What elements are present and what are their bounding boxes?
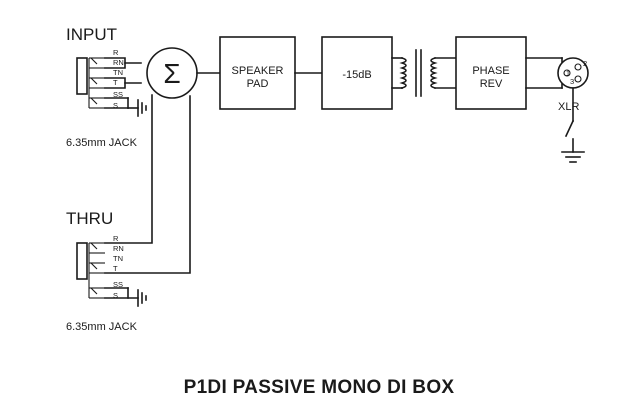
- phase-rev-line2: REV: [480, 78, 503, 90]
- thru-pin-tn: TN: [113, 254, 123, 263]
- ground-lift-switch-icon: [564, 119, 575, 138]
- input-jack-body: [76, 57, 88, 95]
- xlr-pin-3: 3: [570, 77, 574, 86]
- speaker-pad-block: SPEAKER PAD: [219, 36, 323, 110]
- input-ground-icon: [137, 99, 147, 117]
- input-pin-rn: RN: [113, 58, 124, 67]
- xlr-pin-2: 2: [583, 59, 587, 68]
- input-jack-label: 6.35mm JACK: [66, 137, 138, 149]
- input-pin-tn: TN: [113, 68, 123, 77]
- attenuator-label: -15dB: [342, 69, 371, 81]
- phase-rev-line1: PHASE: [472, 65, 509, 77]
- thru-pin-r: R: [113, 234, 119, 243]
- attenuator-block: -15dB: [321, 36, 403, 110]
- thru-pin-ss: SS: [113, 280, 123, 289]
- phase-rev-block: PHASE REV: [455, 36, 563, 110]
- thru-pin-rn: RN: [113, 244, 124, 253]
- input-pin-t: T: [113, 78, 118, 87]
- speaker-pad-line1: SPEAKER: [232, 65, 284, 77]
- xlr-ground-icon: [561, 151, 585, 163]
- thru-jack: THRU R RN TN T SS S 6.35mm JACK: [66, 94, 191, 333]
- thru-pin-s: S: [113, 291, 118, 300]
- input-pin-s: S: [113, 101, 118, 110]
- input-heading: INPUT: [66, 25, 117, 44]
- thru-jack-body: [76, 242, 88, 280]
- xlr-label: XLR: [558, 101, 579, 113]
- thru-ground-icon: [137, 289, 147, 307]
- summer-sigma-icon: Σ: [163, 58, 180, 89]
- transformer-icon: [399, 49, 457, 97]
- thru-heading: THRU: [66, 209, 113, 228]
- input-jack: INPUT R RN TN T SS S 6.35mm JAC: [66, 25, 147, 149]
- diagram-title: P1DI PASSIVE MONO DI BOX: [184, 377, 455, 398]
- speaker-pad-line2: PAD: [247, 78, 269, 90]
- xlr-pin-1: 1: [566, 69, 570, 78]
- thru-jack-label: 6.35mm JACK: [66, 321, 138, 333]
- input-pin-r: R: [113, 48, 119, 57]
- xlr-connector: 1 2 3 XLR: [557, 57, 589, 163]
- summer: Σ: [146, 47, 221, 99]
- thru-pin-t: T: [113, 264, 118, 273]
- input-pin-ss: SS: [113, 90, 123, 99]
